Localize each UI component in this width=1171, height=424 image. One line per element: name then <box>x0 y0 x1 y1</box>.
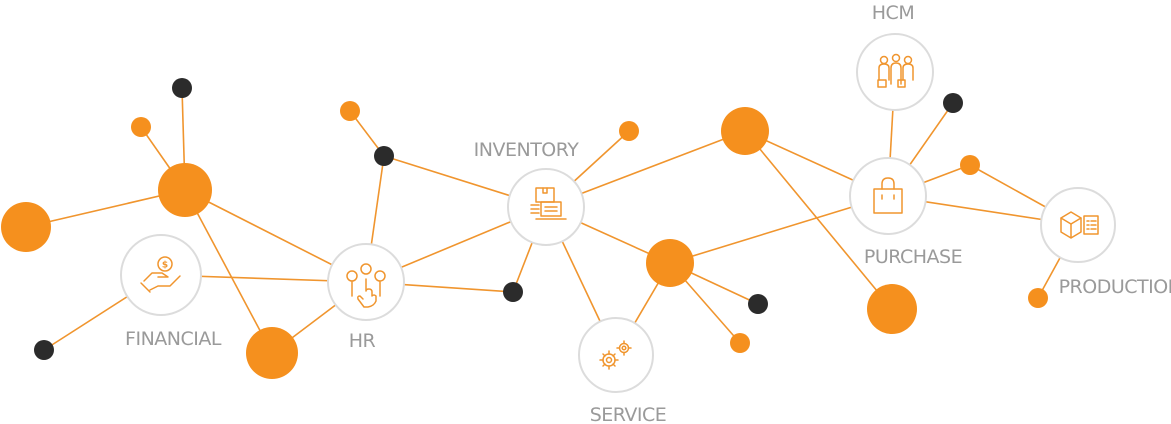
module-label-financial: FINANCIAL <box>125 328 222 350</box>
large-orange-node <box>246 327 298 379</box>
module-hr[interactable]: HR <box>327 243 405 352</box>
small-orange-node <box>619 121 639 141</box>
box-document-icon <box>530 187 567 220</box>
small-dark-node <box>503 282 523 302</box>
money-hand-icon: $ <box>140 256 181 293</box>
module-label-hr: HR <box>349 330 376 352</box>
large-orange-node <box>867 284 917 334</box>
people-touch-icon <box>346 263 386 308</box>
module-production[interactable]: PRODUCTION <box>1040 187 1171 298</box>
large-orange-node <box>646 239 694 287</box>
module-label-hcm: HCM <box>872 2 914 24</box>
small-orange-node <box>730 333 750 353</box>
module-service[interactable]: SERVICE <box>578 317 667 424</box>
small-dark-node <box>748 294 768 314</box>
small-orange-node <box>131 117 151 137</box>
module-label-inventory: INVENTORY <box>474 139 580 161</box>
workforce-icon <box>877 53 914 88</box>
module-label-service: SERVICE <box>590 404 667 424</box>
small-dark-node <box>943 93 963 113</box>
shopping-bag-icon <box>873 177 903 214</box>
small-dark-node <box>374 146 394 166</box>
large-orange-node <box>1 202 51 252</box>
module-hcm[interactable]: HCM <box>856 2 934 111</box>
module-purchase[interactable]: PURCHASE <box>849 157 963 268</box>
large-orange-node <box>158 163 212 217</box>
small-orange-node <box>960 155 980 175</box>
small-dark-node <box>34 340 54 360</box>
network-dots <box>1 78 1048 379</box>
boxes-checklist-icon <box>1060 211 1099 239</box>
large-orange-node <box>721 107 769 155</box>
small-orange-node <box>1028 288 1048 308</box>
svg-text:$: $ <box>162 261 168 271</box>
module-label-purchase: PURCHASE <box>864 246 962 268</box>
small-orange-node <box>340 101 360 121</box>
module-label-production: PRODUCTION <box>1059 276 1171 298</box>
module-financial[interactable]: $ FINANCIAL <box>120 234 222 350</box>
module-inventory[interactable]: INVENTORY <box>474 139 585 246</box>
gears-icon <box>599 340 632 370</box>
small-dark-node <box>172 78 192 98</box>
